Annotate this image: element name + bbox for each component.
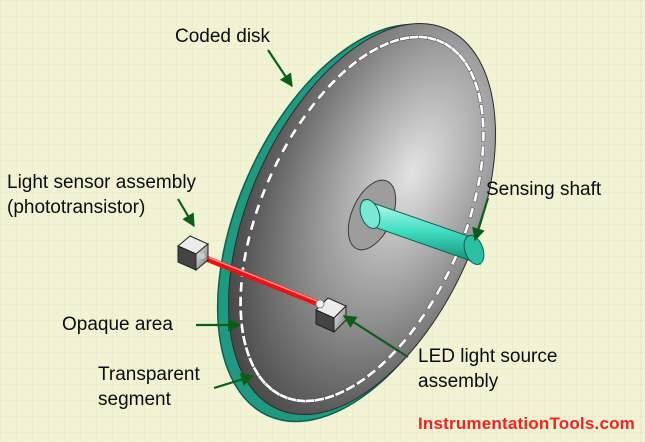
transparent-slot: [368, 46, 380, 55]
led-label-line1: LED light source: [418, 346, 558, 367]
transparent-slot: [238, 296, 243, 307]
transparent-slot: [387, 349, 398, 360]
transparent-slot: [238, 309, 244, 321]
sensing-shaft-arrow: [472, 197, 490, 242]
transparent-slot: [323, 393, 336, 401]
transparent-slot: [463, 223, 470, 235]
transparent-slot: [409, 35, 420, 40]
transparent-segment-label-line2: segment: [98, 389, 171, 410]
light-sensor-label-line2: (phototransistor): [7, 197, 146, 218]
transparent-slot: [355, 376, 367, 386]
transparent-slot: [273, 157, 281, 169]
light-sensor-arrow: [177, 198, 195, 228]
transparent-slot: [347, 59, 358, 70]
transparent-segment-label-line1: Transparent: [98, 364, 200, 385]
transparent-slot: [334, 389, 346, 397]
coded-disk-label: Coded disk: [175, 26, 271, 47]
transparent-slot: [249, 219, 256, 231]
transparent-slot: [244, 346, 251, 358]
transparent-slot: [247, 356, 256, 368]
transparent-slot: [252, 366, 261, 377]
transparent-slot: [241, 335, 248, 347]
transparent-slot: [242, 251, 248, 263]
transparent-slot: [316, 89, 327, 100]
light-sensor-assembly: [177, 235, 209, 272]
transparent-slot: [481, 131, 486, 142]
transparent-slot: [280, 142, 289, 154]
light-beam: [197, 253, 325, 308]
transparent-segment-arrow: [213, 373, 255, 390]
transparent-slot: [478, 160, 484, 172]
transparent-slot: [357, 52, 369, 62]
leader-arrows: [177, 49, 490, 390]
transparent-slot: [245, 235, 252, 247]
transparent-slot: [476, 91, 483, 103]
transparent-slot: [407, 325, 417, 337]
transparent-slot: [304, 398, 315, 403]
transparent-slot: [473, 80, 480, 92]
transparent-slot: [480, 117, 486, 129]
transparent-slot: [468, 207, 475, 219]
transparent-slot: [378, 41, 390, 49]
sensing-shaft: [359, 199, 485, 265]
sensing-shaft-label: Sensing shaft: [486, 179, 602, 200]
transparent-slot: [344, 383, 356, 392]
shaft-end: [463, 235, 485, 265]
transparent-slot: [239, 281, 244, 293]
transparent-slot: [426, 299, 435, 310]
led-light-source: [315, 297, 347, 334]
transparent-slot: [326, 78, 337, 89]
transparent-slot: [443, 269, 451, 281]
led-label-line2: assembly: [418, 371, 499, 392]
transparent-slot: [366, 368, 377, 379]
transparent-slot: [376, 359, 388, 370]
transparent-slot: [265, 172, 274, 184]
transparent-slot: [397, 338, 408, 349]
transparent-slot: [468, 70, 477, 82]
transparent-slot: [435, 284, 444, 296]
transparent-slot: [472, 191, 479, 203]
shaft-front-end: [359, 199, 381, 229]
transparent-slot: [463, 61, 472, 72]
transparent-slot: [307, 101, 317, 113]
transparent-slot: [480, 145, 485, 157]
coded-disk-arrow: [267, 49, 293, 88]
transparent-slot: [254, 203, 261, 215]
transparent-slot: [297, 114, 307, 126]
opaque-area-label: Opaque area: [62, 314, 173, 335]
transparent-slot: [388, 37, 401, 45]
transparent-slot: [336, 68, 348, 79]
led-arrow: [342, 315, 409, 358]
site-watermark: InstrumentationTools.com: [418, 414, 635, 433]
transparent-slot: [289, 128, 298, 139]
transparent-slot: [476, 175, 482, 187]
transparent-slot: [417, 312, 427, 324]
transparent-slot: [479, 104, 485, 115]
transparent-slot: [259, 188, 267, 199]
light-sensor-label-line1: Light sensor assembly: [7, 172, 197, 193]
